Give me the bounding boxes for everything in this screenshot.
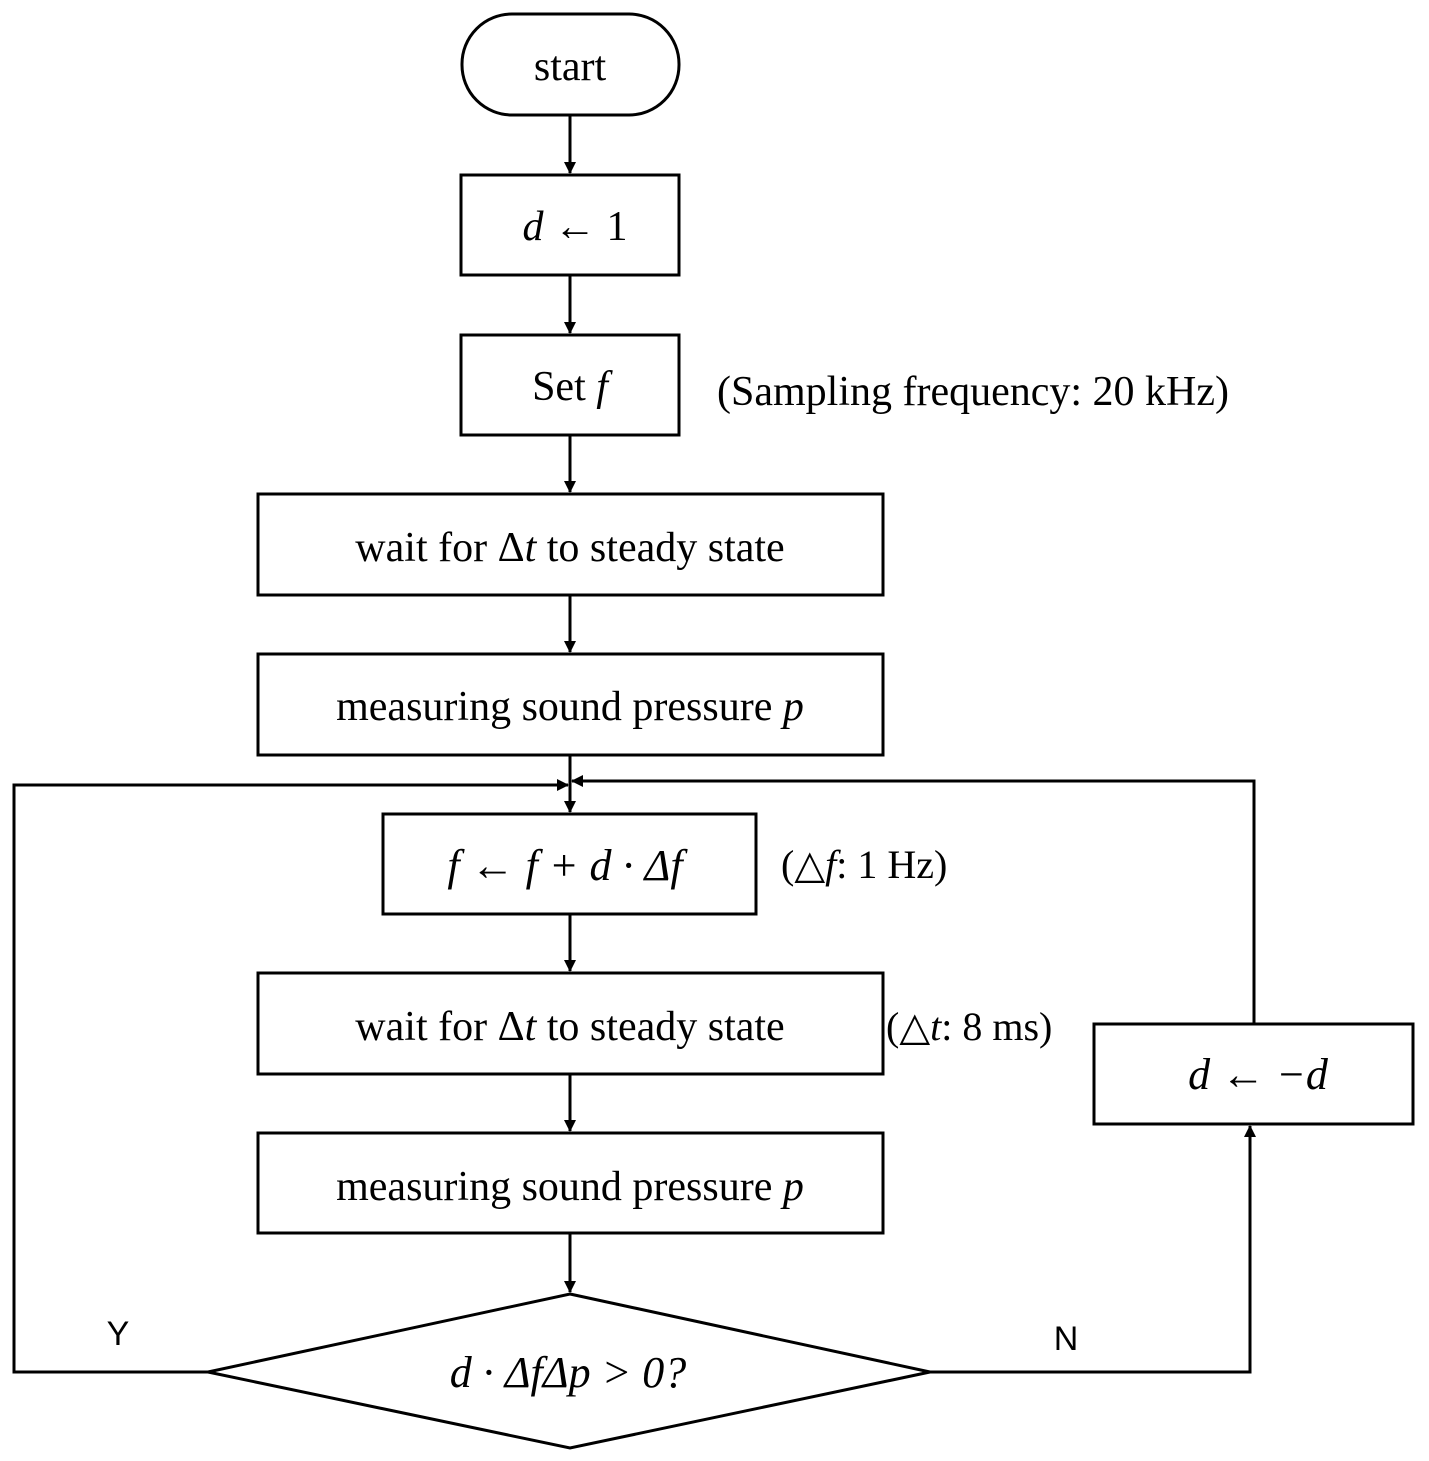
wait-box-1: wait for Δt to steady state [256, 492, 885, 597]
set-f-box: Set f [459, 333, 681, 437]
measure-box-2: measuring sound pressure p [256, 1131, 885, 1235]
delta-t-annotation: (△t: 8 ms) [886, 1004, 1052, 1049]
wait-label-2: wait for Δt to steady state [355, 1004, 784, 1050]
arrow-flip-loop [571, 775, 1256, 1024]
sampling-annotation: (Sampling frequency: 20 kHz) [717, 369, 1229, 415]
start-terminal: start [460, 12, 681, 117]
no-branch-label: N [1054, 1320, 1079, 1358]
decision-label: d · ΔfΔp > 0? [450, 1348, 687, 1397]
flip-d-label: d ← −d [1188, 1050, 1329, 1099]
start-label: start [534, 44, 607, 90]
update-f-label: f ← f + d · Δf [447, 841, 688, 890]
decision-diamond: d · ΔfΔp > 0? [207, 1292, 931, 1450]
measure-box-1: measuring sound pressure p [256, 652, 885, 757]
measure-label-2: measuring sound pressure p [336, 1164, 804, 1210]
update-f-box: f ← f + d · Δf [381, 812, 758, 916]
wait-label-1: wait for Δt to steady state [355, 525, 784, 571]
delta-f-annotation: (△f: 1 Hz) [781, 842, 947, 887]
arrow-no-branch [930, 1125, 1256, 1374]
wait-box-2: wait for Δt to steady state [256, 971, 885, 1076]
arrow-yes-loop [12, 779, 569, 1374]
yes-branch-label: Y [107, 1315, 130, 1353]
flip-d-box: d ← −d [1092, 1022, 1415, 1126]
set-f-label: Set f [532, 364, 613, 410]
init-d-label: d ← 1 [523, 204, 628, 250]
init-d-box: d ← 1 [459, 173, 681, 277]
measure-label-1: measuring sound pressure p [336, 684, 804, 730]
